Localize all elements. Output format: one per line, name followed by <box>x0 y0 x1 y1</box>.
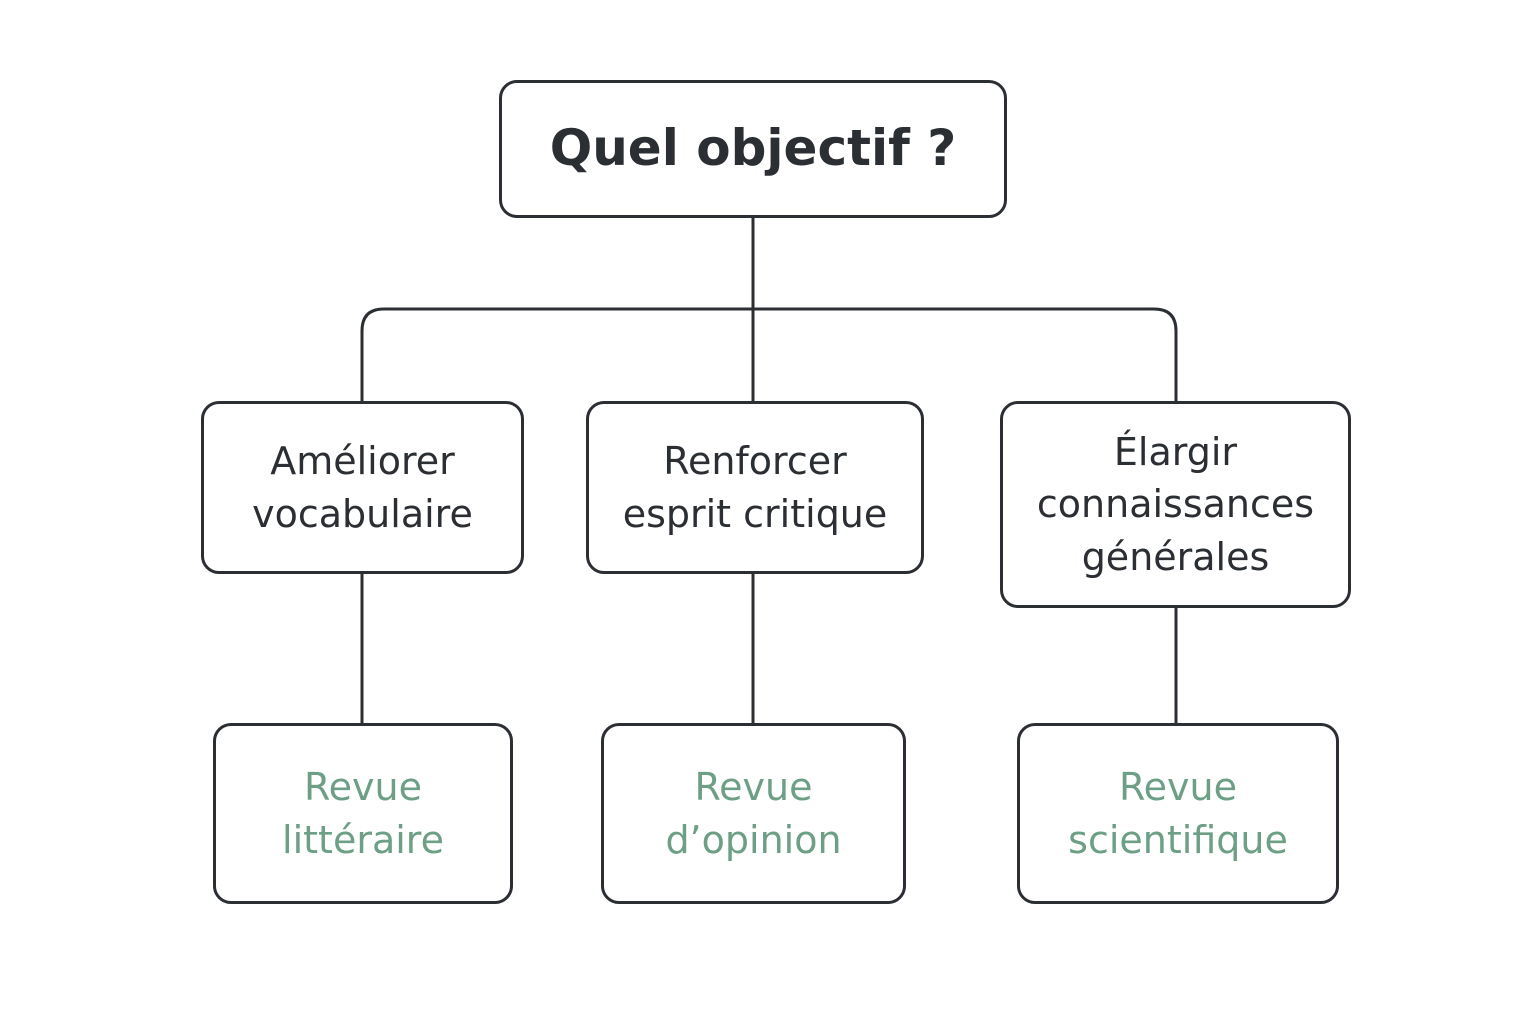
goal-label: Renforcer esprit critique <box>622 439 888 536</box>
result-label: Revue d’opinion <box>665 765 842 862</box>
goal-label: Améliorer vocabulaire <box>252 439 473 536</box>
goal-label: Élargir connaissances générales <box>1036 429 1315 579</box>
question-node: Quel objectif ? <box>499 80 1007 218</box>
connector-branch-bar <box>360 307 1178 403</box>
goal-node-critical-thinking: Renforcer esprit critique <box>586 401 924 574</box>
result-node-opinion-review: Revue d’opinion <box>601 723 906 904</box>
goal-node-general-knowledge: Élargir connaissances générales <box>1000 401 1351 608</box>
goal-node-vocabulary: Améliorer vocabulaire <box>201 401 524 574</box>
result-node-scientific-review: Revue scientifique <box>1017 723 1339 904</box>
result-node-literary-review: Revue littéraire <box>213 723 513 904</box>
question-label: Quel objectif ? <box>549 119 957 178</box>
result-label: Revue scientifique <box>1068 765 1288 862</box>
result-label: Revue littéraire <box>282 765 444 862</box>
